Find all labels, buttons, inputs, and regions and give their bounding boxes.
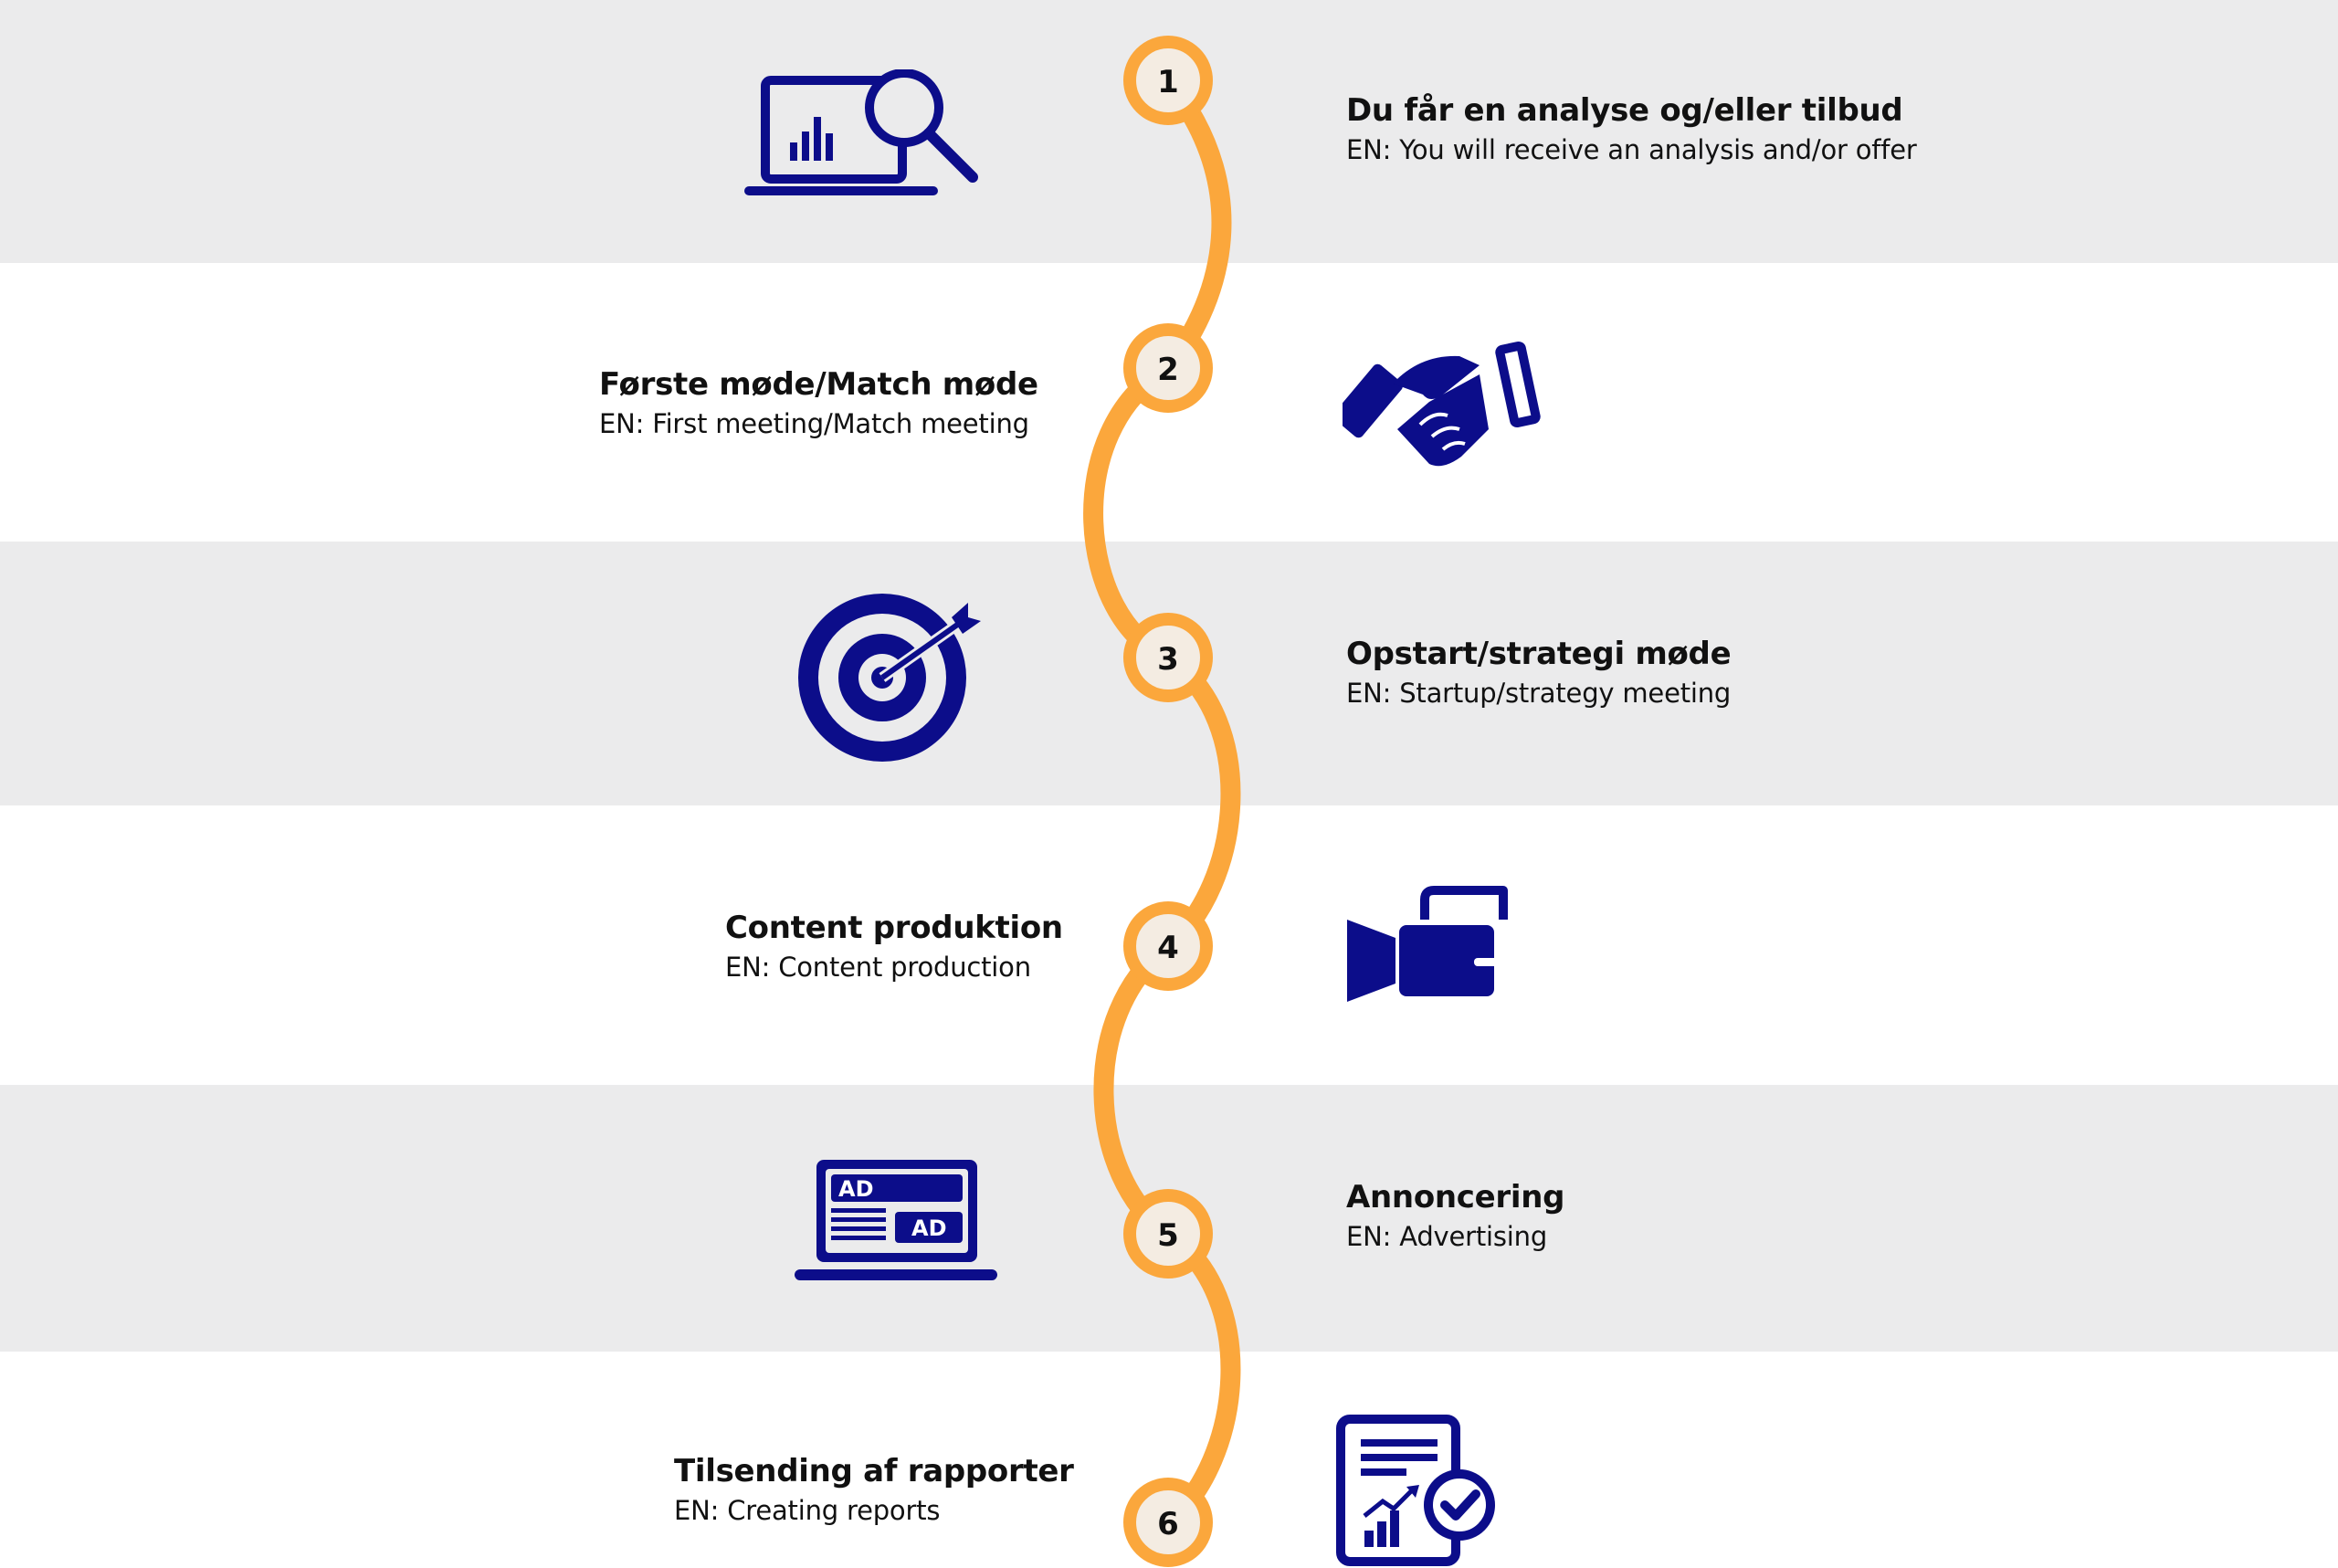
step-6-subtitle: EN: Creating reports	[674, 1495, 941, 1526]
step-1-title: Du får en analyse og/eller tilbud	[1346, 92, 1903, 129]
step-4-title: Content produktion	[725, 910, 1063, 946]
step-node-5: 5	[1123, 1189, 1213, 1279]
step-1-text: Du får en analyse og/eller tilbud EN: Yo…	[1346, 90, 1917, 169]
step-3-title: Opstart/strategi møde	[1346, 636, 1732, 672]
step-number-5: 5	[1157, 1217, 1179, 1254]
step-6-title: Tilsending af rapporter	[674, 1453, 1074, 1489]
step-node-6: 6	[1123, 1478, 1213, 1567]
step-number-3: 3	[1157, 641, 1179, 678]
step-2-title: Første møde/Match møde	[599, 366, 1038, 403]
ad-label-top: AD	[838, 1176, 874, 1202]
step-6-text: Tilsending af rapporter EN: Creating rep…	[674, 1451, 1074, 1530]
step-node-4: 4	[1123, 901, 1213, 991]
report-check-icon	[1336, 1415, 1495, 1566]
step-3-subtitle: EN: Startup/strategy meeting	[1346, 678, 1732, 709]
step-node-1: 1	[1123, 36, 1213, 125]
laptop-analytics-search-icon	[744, 69, 978, 195]
step-2-subtitle: EN: First meeting/Match meeting	[599, 408, 1029, 439]
step-1-subtitle: EN: You will receive an analysis and/or …	[1346, 134, 1917, 165]
step-2-text: Første møde/Match møde EN: First meeting…	[599, 364, 1038, 443]
step-5-subtitle: EN: Advertising	[1346, 1221, 1548, 1252]
step-number-1: 1	[1157, 64, 1179, 100]
step-number-2: 2	[1157, 352, 1179, 388]
step-number-4: 4	[1157, 930, 1179, 966]
step-node-3: 3	[1123, 613, 1213, 702]
timeline-path	[1083, 70, 1241, 1532]
step-5-text: Annoncering EN: Advertising	[1346, 1177, 1564, 1256]
video-camera-icon	[1347, 886, 1508, 1002]
step-number-6: 6	[1157, 1506, 1179, 1542]
step-3-text: Opstart/strategi møde EN: Startup/strate…	[1346, 634, 1732, 712]
step-5-title: Annoncering	[1346, 1179, 1565, 1215]
target-arrow-icon	[798, 594, 981, 762]
step-4-text: Content produktion EN: Content productio…	[725, 908, 1063, 986]
ad-label-bottom: AD	[911, 1215, 947, 1241]
laptop-ad-icon: AD AD	[795, 1155, 999, 1283]
step-node-2: 2	[1123, 323, 1213, 413]
handshake-icon	[1343, 341, 1541, 467]
step-4-subtitle: EN: Content production	[725, 952, 1031, 983]
